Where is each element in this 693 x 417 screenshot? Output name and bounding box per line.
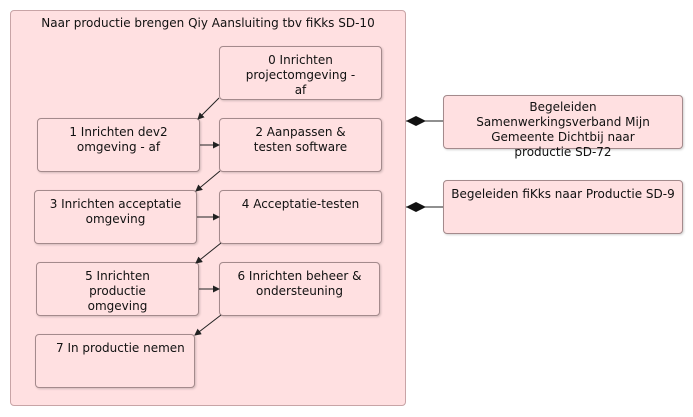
step-6-label: 6 Inrichten beheer & ondersteuning [237,269,362,298]
external-sd-72-label: Begeleiden Samenwerkingsverband Mijn Gem… [476,100,650,159]
step-6-box[interactable]: 6 Inrichten beheer & ondersteuning [219,262,380,316]
step-2-label: 2 Aanpassen & testen software [253,125,348,154]
step-3-box[interactable]: 3 Inrichten acceptatie omgeving [34,190,197,244]
step-4-box[interactable]: 4 Acceptatie-testen [219,190,382,244]
step-5-label: 5 Inrichten productie omgeving [85,269,150,313]
step-3-label: 3 Inrichten acceptatie omgeving [49,197,182,226]
container-title: Naar productie brengen Qiy Aansluiting t… [41,16,375,30]
external-sd-72-box[interactable]: Begeleiden Samenwerkingsverband Mijn Gem… [443,95,683,159]
aggregation-diamond-sd-9 [406,202,426,212]
step-2-box[interactable]: 2 Aanpassen & testen software [219,118,382,172]
step-4-label: 4 Acceptatie-testen [241,197,360,211]
step-1-box[interactable]: 1 Inrichten dev2 omgeving - af [37,118,200,172]
step-7-box[interactable]: 7 In productie nemen [35,334,195,388]
step-7-label: 7 In productie nemen [56,341,185,355]
external-sd-9-box[interactable]: Begeleiden fiKks naar Productie SD-9 [443,180,683,234]
step-1-label: 1 Inrichten dev2 omgeving - af [69,125,168,154]
external-sd-9-label: Begeleiden fiKks naar Productie SD-9 [451,187,675,201]
aggregation-diamond-sd-72 [406,116,426,126]
step-5-box[interactable]: 5 Inrichten productie omgeving [36,262,199,316]
step-0-label: 0 Inrichten projectomgeving - af [245,53,356,97]
step-0-box[interactable]: 0 Inrichten projectomgeving - af [219,46,382,100]
